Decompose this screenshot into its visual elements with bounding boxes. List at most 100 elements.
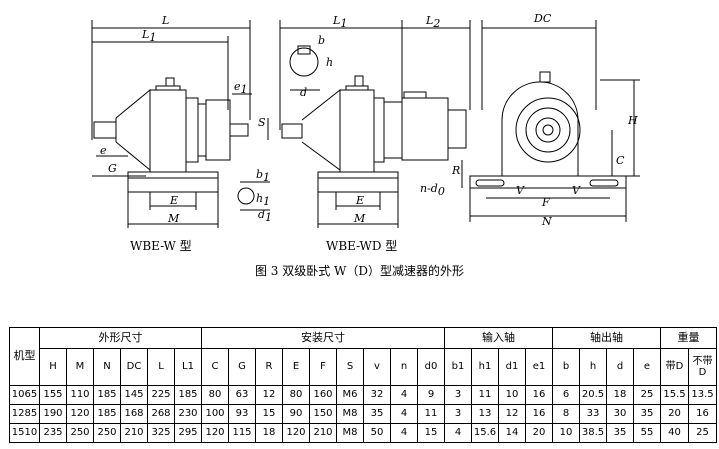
dim-F: F xyxy=(541,196,550,209)
table-cell: 55 xyxy=(633,422,661,444)
dim-M-wd: M xyxy=(353,212,366,225)
table-cell: 15.5 xyxy=(660,384,689,405)
dim-b: b xyxy=(318,34,325,47)
table-cell: 80 xyxy=(282,384,310,405)
model-cell: 1065 xyxy=(9,384,40,405)
table-cell: 90 xyxy=(282,403,310,424)
column-header: S xyxy=(336,347,364,386)
dim-E: E xyxy=(169,194,178,207)
dim-e: e xyxy=(100,144,107,157)
dim-h1: h1 xyxy=(256,192,270,208)
table-cell: 155 xyxy=(39,384,67,405)
header-weight: 重量 xyxy=(660,327,717,349)
table-cell: 160 xyxy=(309,384,337,405)
dim-M: M xyxy=(167,212,180,225)
table-cell: 4 xyxy=(390,422,418,444)
dim-DC: DC xyxy=(533,12,552,25)
table-cell: 13 xyxy=(471,403,499,424)
table-cell: 11 xyxy=(417,403,445,424)
table-cell: 250 xyxy=(66,422,94,444)
dim-N: N xyxy=(541,215,552,228)
dim-n-d0: n-d0 xyxy=(420,182,445,198)
model-label-w: WBE-W 型 xyxy=(130,239,192,253)
column-header: h1 xyxy=(471,347,499,386)
table-cell: 210 xyxy=(309,422,337,444)
table-cell: 100 xyxy=(201,403,229,424)
group-header-row: 机型 外形尺寸 安装尺寸 输入轴 轴出轴 重量 xyxy=(9,327,717,386)
table-cell: 295 xyxy=(174,422,202,444)
header-install: 安装尺寸 xyxy=(201,327,445,349)
table-cell: 15 xyxy=(255,403,283,424)
column-header: C xyxy=(201,347,229,386)
model-cell: 1510 xyxy=(9,422,40,444)
column-header: d0 xyxy=(417,347,445,386)
table-cell: M8 xyxy=(336,403,364,424)
table-cell: 16 xyxy=(525,384,553,405)
table-cell: 4 xyxy=(390,384,418,405)
table-cell: 110 xyxy=(66,384,94,405)
table-cell: 30 xyxy=(606,403,634,424)
table-cell: 3 xyxy=(444,384,472,405)
column-header: L1 xyxy=(174,347,202,386)
table-cell: 120 xyxy=(66,403,94,424)
table-cell: 10 xyxy=(498,384,526,405)
column-header: e1 xyxy=(525,347,553,386)
header-outline: 外形尺寸 xyxy=(39,327,202,349)
table-cell: 20.5 xyxy=(579,384,607,405)
dim-b1: b1 xyxy=(256,168,270,184)
header-input-shaft: 输入轴 xyxy=(444,327,553,349)
table-cell: 185 xyxy=(93,403,121,424)
table-cell: 150 xyxy=(309,403,337,424)
table-cell: 225 xyxy=(147,384,175,405)
dim-L1: L1 xyxy=(141,28,156,44)
dim-h: h xyxy=(326,56,333,69)
table-cell: 325 xyxy=(147,422,175,444)
column-header: 不带D xyxy=(688,347,717,386)
dim-H: H xyxy=(627,114,638,127)
column-header: b1 xyxy=(444,347,472,386)
table-cell: 250 xyxy=(93,422,121,444)
table-cell: 20 xyxy=(525,422,553,444)
column-header: 带D xyxy=(660,347,689,386)
table-cell: 185 xyxy=(93,384,121,405)
table-cell: 63 xyxy=(228,384,256,405)
dim-C: C xyxy=(616,154,625,167)
reducer-outline-drawing: L L1 L1 L2 DC b h d e1 S e G b1 h1 d1 E … xyxy=(91,12,640,253)
column-header: DC xyxy=(120,347,148,386)
dim-G: G xyxy=(108,162,117,175)
table-cell: 93 xyxy=(228,403,256,424)
dim-d: d xyxy=(300,86,307,99)
table-cell: 18 xyxy=(255,422,283,444)
header-output-shaft: 轴出轴 xyxy=(552,327,661,349)
table-cell: 235 xyxy=(39,422,67,444)
dim-L2: L2 xyxy=(425,14,440,30)
column-header: b xyxy=(552,347,580,386)
table-cell: 32 xyxy=(363,384,391,405)
dim-d1: d1 xyxy=(258,208,272,224)
dim-V-right: V xyxy=(572,184,581,197)
table-cell: 35 xyxy=(633,403,661,424)
column-header: h xyxy=(579,347,607,386)
column-header: v xyxy=(363,347,391,386)
dim-E-wd: E xyxy=(355,194,364,207)
table-cell: 8 xyxy=(552,403,580,424)
table-cell: 145 xyxy=(120,384,148,405)
table-cell: M8 xyxy=(336,422,364,444)
column-header: M xyxy=(66,347,94,386)
table-cell: 185 xyxy=(174,384,202,405)
table-cell: 14 xyxy=(498,422,526,444)
column-header: d xyxy=(606,347,634,386)
header-model: 机型 xyxy=(9,327,40,386)
dim-L: L xyxy=(161,14,169,27)
table-cell: 9 xyxy=(417,384,445,405)
table-cell: 4 xyxy=(444,422,472,444)
table-cell: 268 xyxy=(147,403,175,424)
table-cell: 168 xyxy=(120,403,148,424)
table-cell: 15 xyxy=(417,422,445,444)
dim-R: R xyxy=(451,164,460,177)
table-cell: 12 xyxy=(498,403,526,424)
